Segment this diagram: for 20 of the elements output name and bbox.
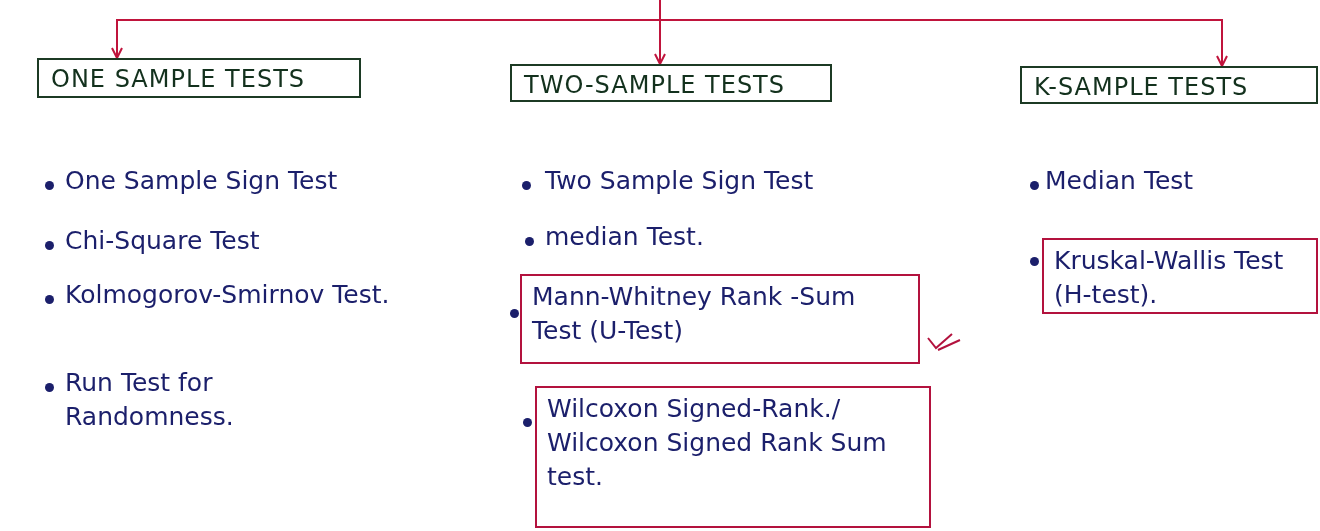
list-item-text: Run Test for Randomness. <box>65 367 235 433</box>
item-text: Wilcoxon Signed-Rank./ Wilcoxon Signed Rank Sum test. <box>547 394 887 491</box>
list-item-text: Median Test <box>1045 165 1195 197</box>
highlight-box <box>535 386 931 528</box>
highlight-box <box>520 274 920 364</box>
item-text: TWO-SAMPLE TESTS <box>524 71 785 99</box>
item-text: K-SAMPLE TESTS <box>1034 73 1249 101</box>
list-item-text: Chi-Square Test <box>65 225 261 257</box>
arrow <box>659 0 1228 67</box>
item-text: Kruskal-Wallis Test (H-test). <box>1054 246 1284 309</box>
list-item-text: Kolmogorov-Smirnov Test. <box>65 279 391 311</box>
list-item-text: One Sample Sign Test <box>65 165 339 197</box>
list-item-text: median Test. <box>545 221 705 253</box>
category-header-box <box>37 58 361 98</box>
highlight-box <box>1042 238 1318 314</box>
item-text: ONE SAMPLE TESTS <box>51 65 306 93</box>
list-item-text: Two Sample Sign Test <box>545 165 815 197</box>
category-header-box <box>1020 66 1318 104</box>
category-header-box <box>510 64 832 102</box>
item-text: Mann-Whitney Rank -Sum Test (U-Test) <box>532 282 856 345</box>
